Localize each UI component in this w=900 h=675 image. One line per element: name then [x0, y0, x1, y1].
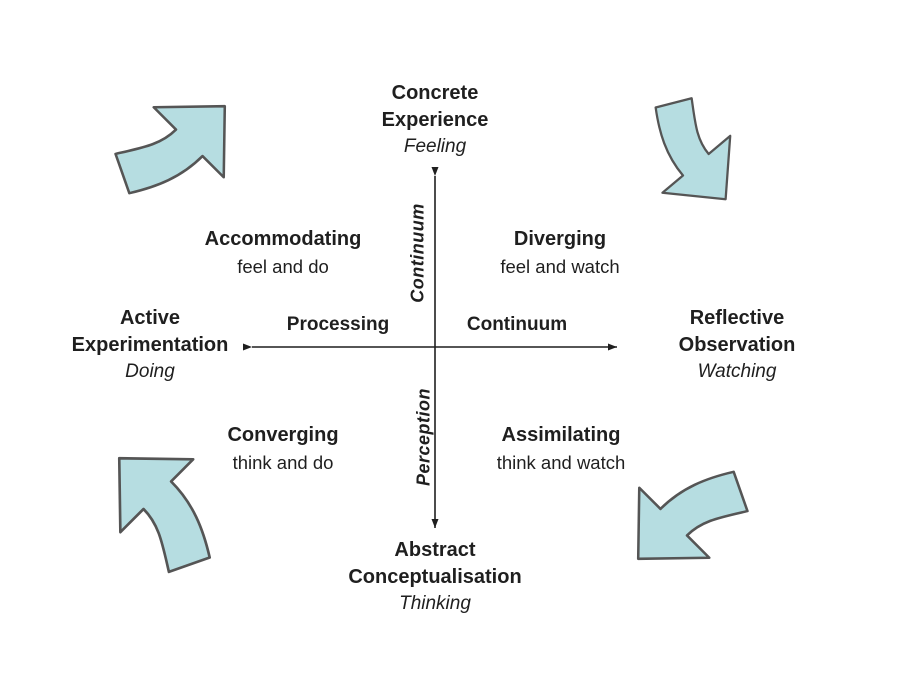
pole-concrete-experience: Concrete Experience Feeling: [382, 80, 489, 160]
quadrant-diverging: Diverging feel and watch: [500, 225, 619, 280]
cycle-arrow-bottom-left-icon: [117, 456, 212, 574]
quadrant-desc: feel and watch: [500, 256, 620, 277]
cycle-arrow-top-left-icon: [114, 104, 227, 195]
axis-label-perception: Perception: [413, 387, 434, 487]
cycle-arrow-top-right-icon: [654, 97, 732, 201]
pole-title-line: Concrete: [391, 82, 479, 104]
pole-title-line: Conceptualisation: [348, 566, 522, 588]
quadrant-desc: think and watch: [496, 452, 626, 473]
pole-mode-label: Watching: [697, 361, 777, 382]
quadrant-converging: Converging think and do: [227, 421, 338, 476]
pole-mode-label: Thinking: [399, 593, 471, 614]
pole-mode-label: Feeling: [403, 136, 467, 157]
pole-title-line: Observation: [678, 334, 796, 356]
axis-label-continuum-vertical: Continuum: [407, 203, 428, 303]
quadrant-name: Diverging: [513, 228, 607, 250]
axis-label-continuum-horizontal: Continuum: [466, 314, 568, 335]
pole-abstract-conceptualisation: Abstract Conceptualisation Thinking: [348, 537, 521, 617]
quadrant-assimilating: Assimilating think and watch: [497, 421, 626, 476]
pole-mode-label: Doing: [125, 361, 175, 382]
quadrant-name: Converging: [227, 424, 339, 446]
pole-title-line: Experimentation: [71, 334, 229, 356]
cycle-arrow-shape: [654, 97, 732, 201]
pole-reflective-observation: Reflective Observation Watching: [679, 305, 796, 385]
quadrant-accommodating: Accommodating feel and do: [205, 225, 362, 280]
pole-title-line: Active: [119, 307, 181, 329]
axis-label-processing: Processing: [286, 314, 390, 335]
cycle-arrow-bottom-right-icon: [636, 470, 749, 561]
pole-active-experimentation: Active Experimentation Doing: [72, 305, 229, 385]
pole-title-line: Abstract: [394, 539, 476, 561]
cycle-arrow-shape: [114, 104, 227, 195]
cycle-arrow-shape: [636, 470, 749, 561]
quadrant-desc: think and do: [232, 452, 334, 473]
pole-title-line: Experience: [381, 109, 489, 131]
quadrant-desc: feel and do: [237, 256, 329, 277]
quadrant-name: Accommodating: [204, 228, 362, 250]
cycle-arrow-shape: [117, 456, 212, 574]
quadrant-name: Assimilating: [501, 424, 621, 446]
pole-title-line: Reflective: [689, 307, 785, 329]
